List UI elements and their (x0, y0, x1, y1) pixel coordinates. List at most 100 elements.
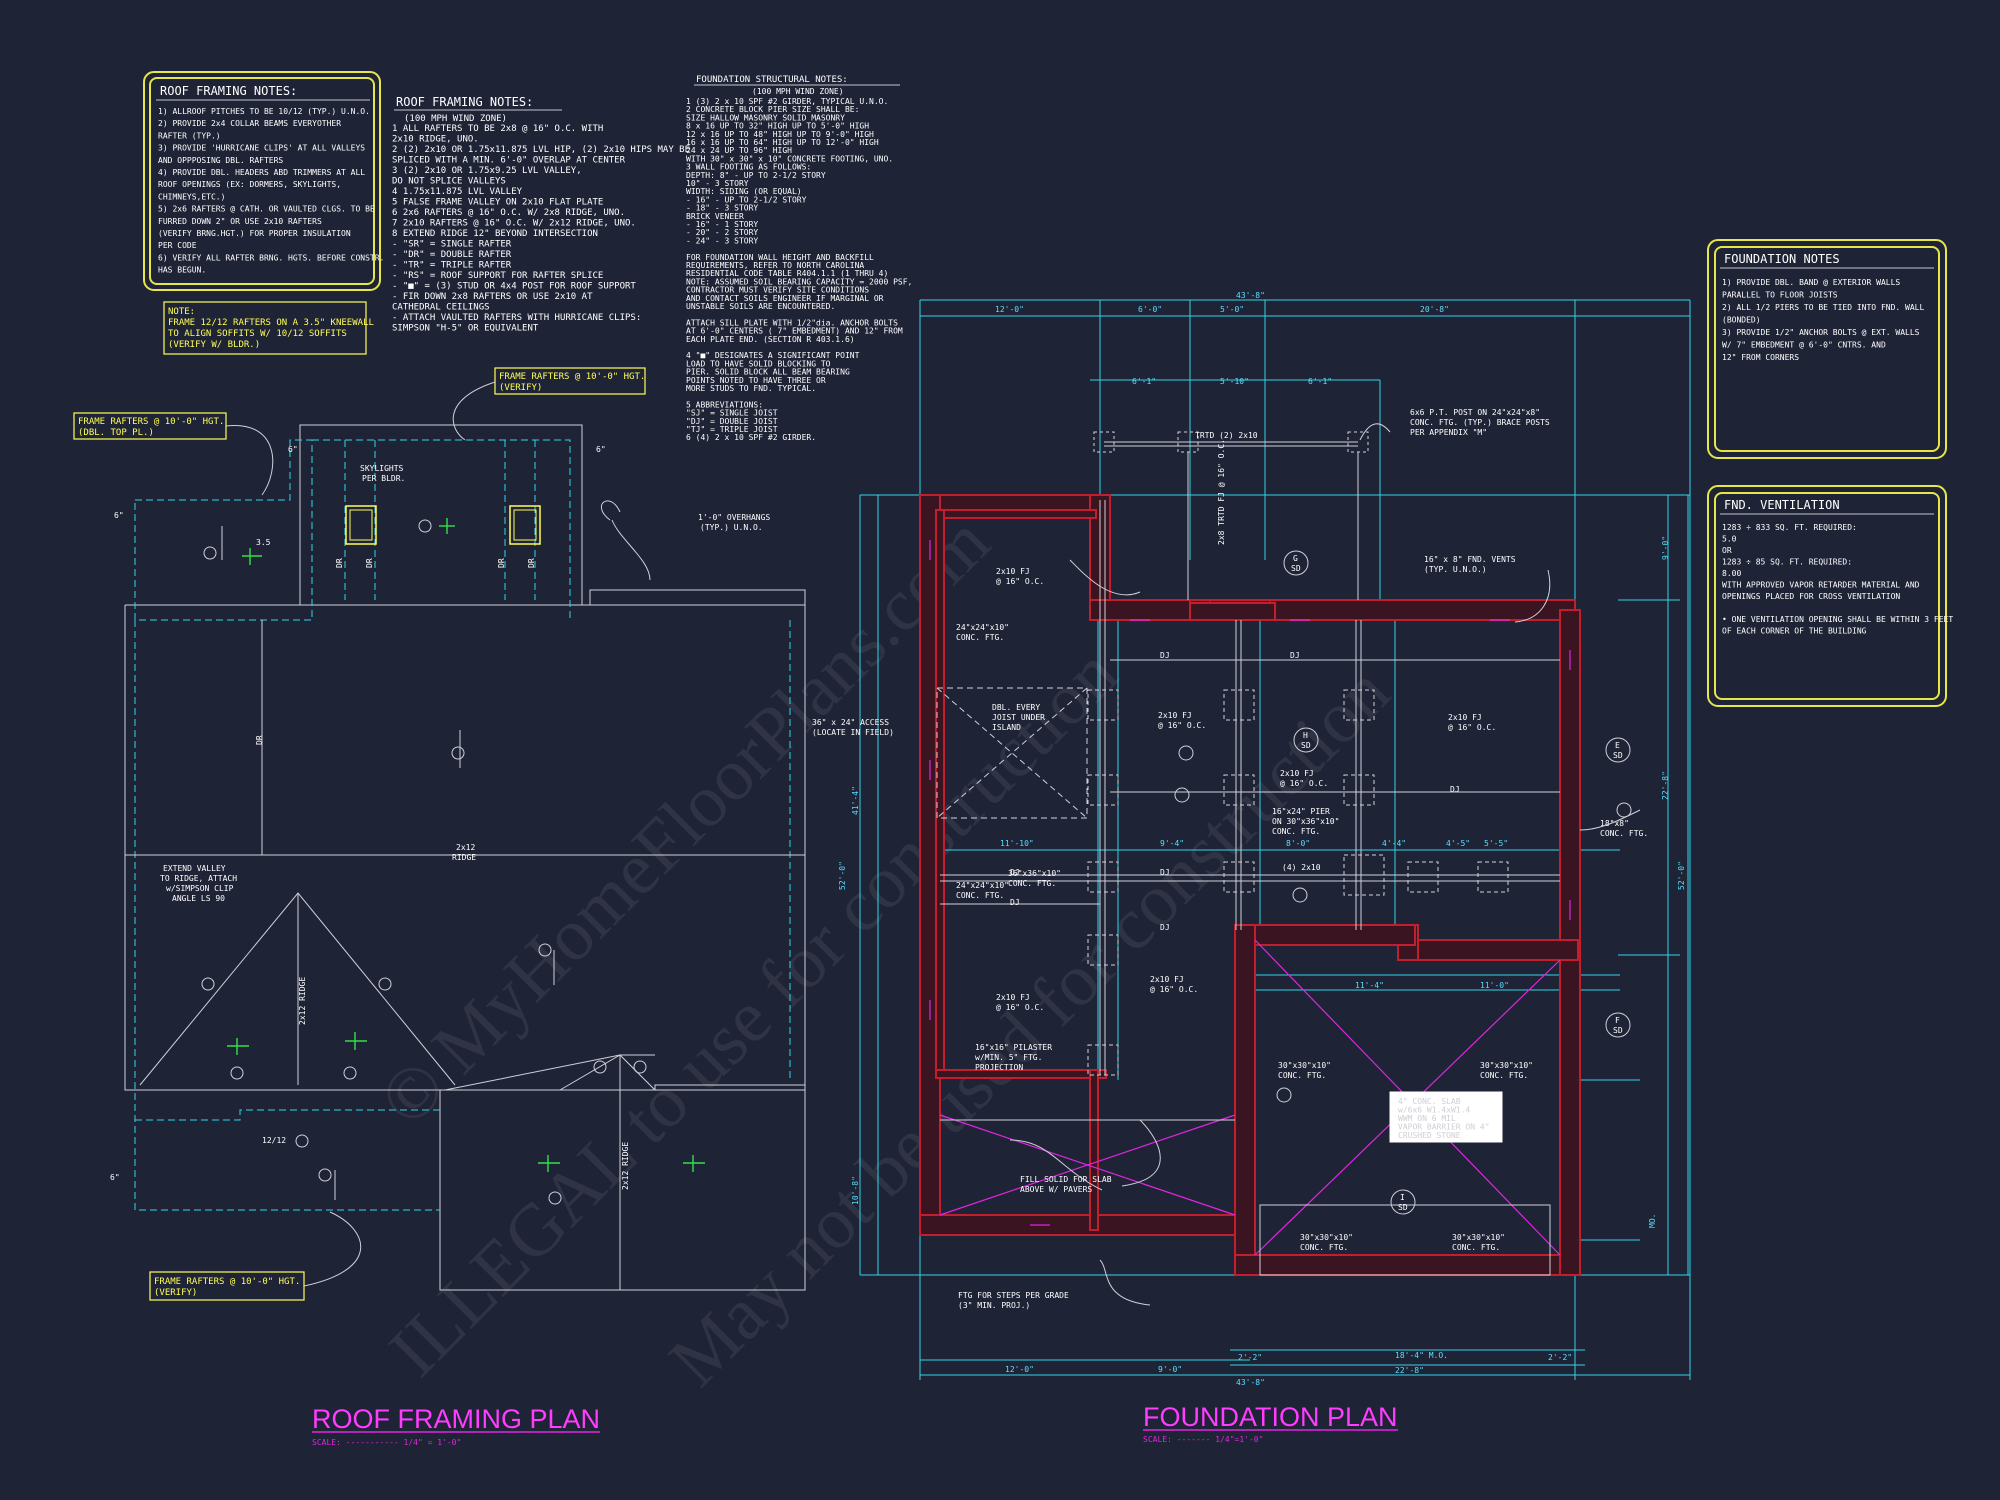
conc-24: CONC. FTG. (956, 891, 1004, 900)
foundation-structural-line: 6 (4) 2 x 10 SPF #2 GIRDER. (686, 433, 816, 442)
ventilation-item: 5.0 (1722, 535, 1737, 544)
foundation-structural-line: EACH PLATE END. (SECTION R 403.1.6) (686, 335, 855, 344)
dim-top: 12'-0" (995, 305, 1024, 314)
foundation-structural-line: 12 x 16 UP TO 48" HIGH UP TO 9'-0" HIGH (686, 130, 874, 139)
ventilation-item: • ONE VENTILATION OPENING SHALL BE WITHI… (1722, 615, 1953, 624)
roof-notes-list-item: - FIR DOWN 2x8 RAFTERS OR USE 2x10 AT (392, 292, 593, 302)
ridge-vertical: 2x12 RIDGE (298, 977, 307, 1025)
section-sd: SD (1398, 1203, 1408, 1212)
slab-note-line: WWM ON 6 MIL (1398, 1114, 1456, 1123)
roof-notes-list-item: 4 1.75x11.875 LVL VALLEY (392, 187, 523, 197)
fill-slab: ABOVE W/ PAVERS (1020, 1185, 1092, 1194)
dim-top: 6'-0" (1138, 305, 1162, 314)
six-inch-4: 6" (110, 1173, 120, 1182)
dim-inner: 4'-5" (1446, 839, 1470, 848)
half-pitch-label: 12/12 (262, 1136, 286, 1145)
roof-notes-box: ROOF FRAMING NOTES: 1) ALLROOF PITCHES T… (143, 71, 384, 291)
roof-notes-list-item: - "■" = (3) STUD OR 4x4 POST FOR ROOF SU… (392, 282, 636, 292)
dim-side: 10'-8" (851, 1176, 860, 1205)
roof-notes-list-item: 5 FALSE FRAME VALLEY ON 2x10 FLAT PLATE (392, 198, 603, 208)
extend-valley-4: ANGLE LS 90 (172, 894, 225, 903)
roof-notes-list-item: SPLICED WITH A MIN. 6'-0" OVERLAP AT CEN… (392, 156, 626, 166)
dim-side: 52'-0" (1677, 861, 1686, 890)
fj-note: 2x10 FJ (1158, 711, 1192, 720)
access-note: 36" x 24" ACCESS (812, 718, 889, 727)
roof-note-yellow-line: NOTE: (168, 307, 195, 317)
extend-valley-3: w/SIMPSON CLIP (166, 884, 234, 893)
roof-notes-list-item: - ATTACH VAULTED RAFTERS WITH HURRICANE … (392, 313, 641, 323)
girder-4: (4) 2x10 (1282, 863, 1321, 872)
fj-note: @ 16" O.C. (996, 577, 1044, 586)
section-sd: SD (1613, 751, 1623, 760)
six-inch-3: 6" (596, 445, 606, 454)
fj-note: @ 16" O.C. (1158, 721, 1206, 730)
dbl-joist: JOIST UNDER (992, 713, 1045, 722)
skylights-label2: PER BLDR. (362, 474, 405, 483)
dim-inner: 2'-2" (1238, 1353, 1262, 1362)
foundation-structural-line: - 20" - 2 STORY (686, 228, 758, 237)
roof-notes-box-item: RAFTER (TYP.) (158, 131, 221, 140)
foundation-structural-line: CONTRACTOR MUST VERIFY SITE CONDITIONS (686, 286, 869, 295)
roof-note-yellow-line: FRAME 12/12 RAFTERS ON A 3.5" KNEEWALL (168, 318, 374, 328)
dbl-joist: ISLAND (992, 723, 1021, 732)
roof-notes-list-item: - "RS" = ROOF SUPPORT FOR RAFTER SPLICE (392, 271, 603, 281)
fj-note: 2x10 FJ (1448, 713, 1482, 722)
dr-label5: DR (527, 558, 536, 568)
conc-36: 36"x36"x10" (1008, 869, 1061, 878)
ridge-vertical2: 2x12 RIDGE (621, 1142, 630, 1190)
dr-label: DR (255, 735, 264, 745)
roof-notes-list-item: 2 (2) 2x10 OR 1.75x11.875 LVL HIP, (2) 2… (392, 145, 690, 155)
foundation-structural-line: MORE STUDS TO FND. TYPICAL. (686, 384, 816, 393)
trtd-label: TRTD (2) 2x10 (1195, 431, 1258, 440)
section-letter: E (1615, 741, 1620, 750)
callout-top-mid-2: (VERIFY) (499, 383, 542, 393)
foundation-structural-line: AND CONTACT SOILS ENGINEER IF MARGINAL O… (686, 294, 884, 303)
foundation-notes-item: (BONDED) (1722, 316, 1761, 325)
roof-notes-list-item: - "SR" = SINGLE RAFTER (392, 240, 512, 250)
foundation-structural-line: WIDTH: SIDING (OR EQUAL) (686, 187, 802, 196)
conc-36: CONC. FTG. (1008, 879, 1056, 888)
dj-label: DJ (1160, 868, 1170, 877)
roof-notes-list-item: - "DR" = DOUBLE RAFTER (392, 250, 512, 260)
dim-side: 22'-8" (1661, 771, 1670, 800)
foundation-notes-title: FOUNDATION NOTES (1724, 252, 1840, 266)
ventilation-item: OPENINGS PLACED FOR CROSS VENTILATION (1722, 592, 1900, 601)
roof-notes-list-item: 1 ALL RAFTERS TO BE 2x8 @ 16" O.C. WITH (392, 124, 603, 134)
roof-notes-list-title: ROOF FRAMING NOTES: (396, 95, 533, 109)
foundation-structural-lines: 1 (3) 2 x 10 SPF #2 GIRDER, TYPICAL U.N.… (686, 97, 912, 442)
pier-note: ON 30"x36"x10" (1272, 817, 1339, 826)
dj-label: DJ (1160, 651, 1170, 660)
roof-notes-list-item: DO NOT SPLICE VALLEYS (392, 177, 506, 187)
conc-24: CONC. FTG. (956, 633, 1004, 642)
conc-30: 30"x30"x10" (1300, 1233, 1353, 1242)
conc-30: CONC. FTG. (1452, 1243, 1500, 1252)
roof-notes-box-item: FURRED DOWN 2" OR USE 2x10 RAFTERS (158, 217, 322, 226)
roof-notes-box-item: PER CODE (158, 241, 197, 250)
section-letter: G (1293, 554, 1298, 563)
dim-top2: 5'-10" (1220, 377, 1249, 386)
fj-note: 2x10 FJ (1150, 975, 1184, 984)
foundation-structural-notes: FOUNDATION STRUCTURAL NOTES: (100 MPH WI… (686, 75, 912, 442)
pilaster: PROJECTION (975, 1063, 1023, 1072)
foundation-structural-line: ATTACH SILL PLATE WITH 1/2"dia. ANCHOR B… (686, 318, 898, 327)
dim-mo: 18'-4" M.O. (1395, 1351, 1448, 1360)
dim-side: 41'-4" (851, 786, 860, 815)
ventilation-item: 1283 ÷ 85 SQ. FT. REQUIRED: (1722, 558, 1852, 567)
roof-notes-box-item: 6) VERIFY ALL RAFTER BRNG. HGTS. BEFORE … (158, 253, 384, 262)
dim-inner: 9'-4" (1160, 839, 1184, 848)
fj-note: @ 16" O.C. (1448, 723, 1496, 732)
foundation-dimensions: 12'-0"6'-0"5'-0"20'-8"43'-8"6'-1"5'-10"6… (838, 291, 1686, 1387)
section-letter: I (1400, 1193, 1405, 1202)
section-letter: F (1615, 1016, 1620, 1025)
extend-valley-2: TO RIDGE, ATTACH (160, 874, 237, 883)
ventilation-item: WITH APPROVED VAPOR RETARDER MATERIAL AN… (1722, 581, 1920, 590)
dj-label: DJ (1010, 868, 1020, 877)
dj-label: DJ (1160, 923, 1170, 932)
slab-note-line: 4" CONC. SLAB (1398, 1097, 1461, 1106)
foundation-notes-items: 1) PROVIDE DBL. BAND @ EXTERIOR WALLS PA… (1722, 278, 1924, 362)
dim-bottom-mid: 22'-8" (1395, 1366, 1424, 1375)
foundation-structural-title: FOUNDATION STRUCTURAL NOTES: (696, 75, 848, 85)
dim-side: 52'-0" (838, 861, 847, 890)
foundation-structural-line: REQUIREMENTS, REFER TO NORTH CAROLINA (686, 261, 864, 270)
